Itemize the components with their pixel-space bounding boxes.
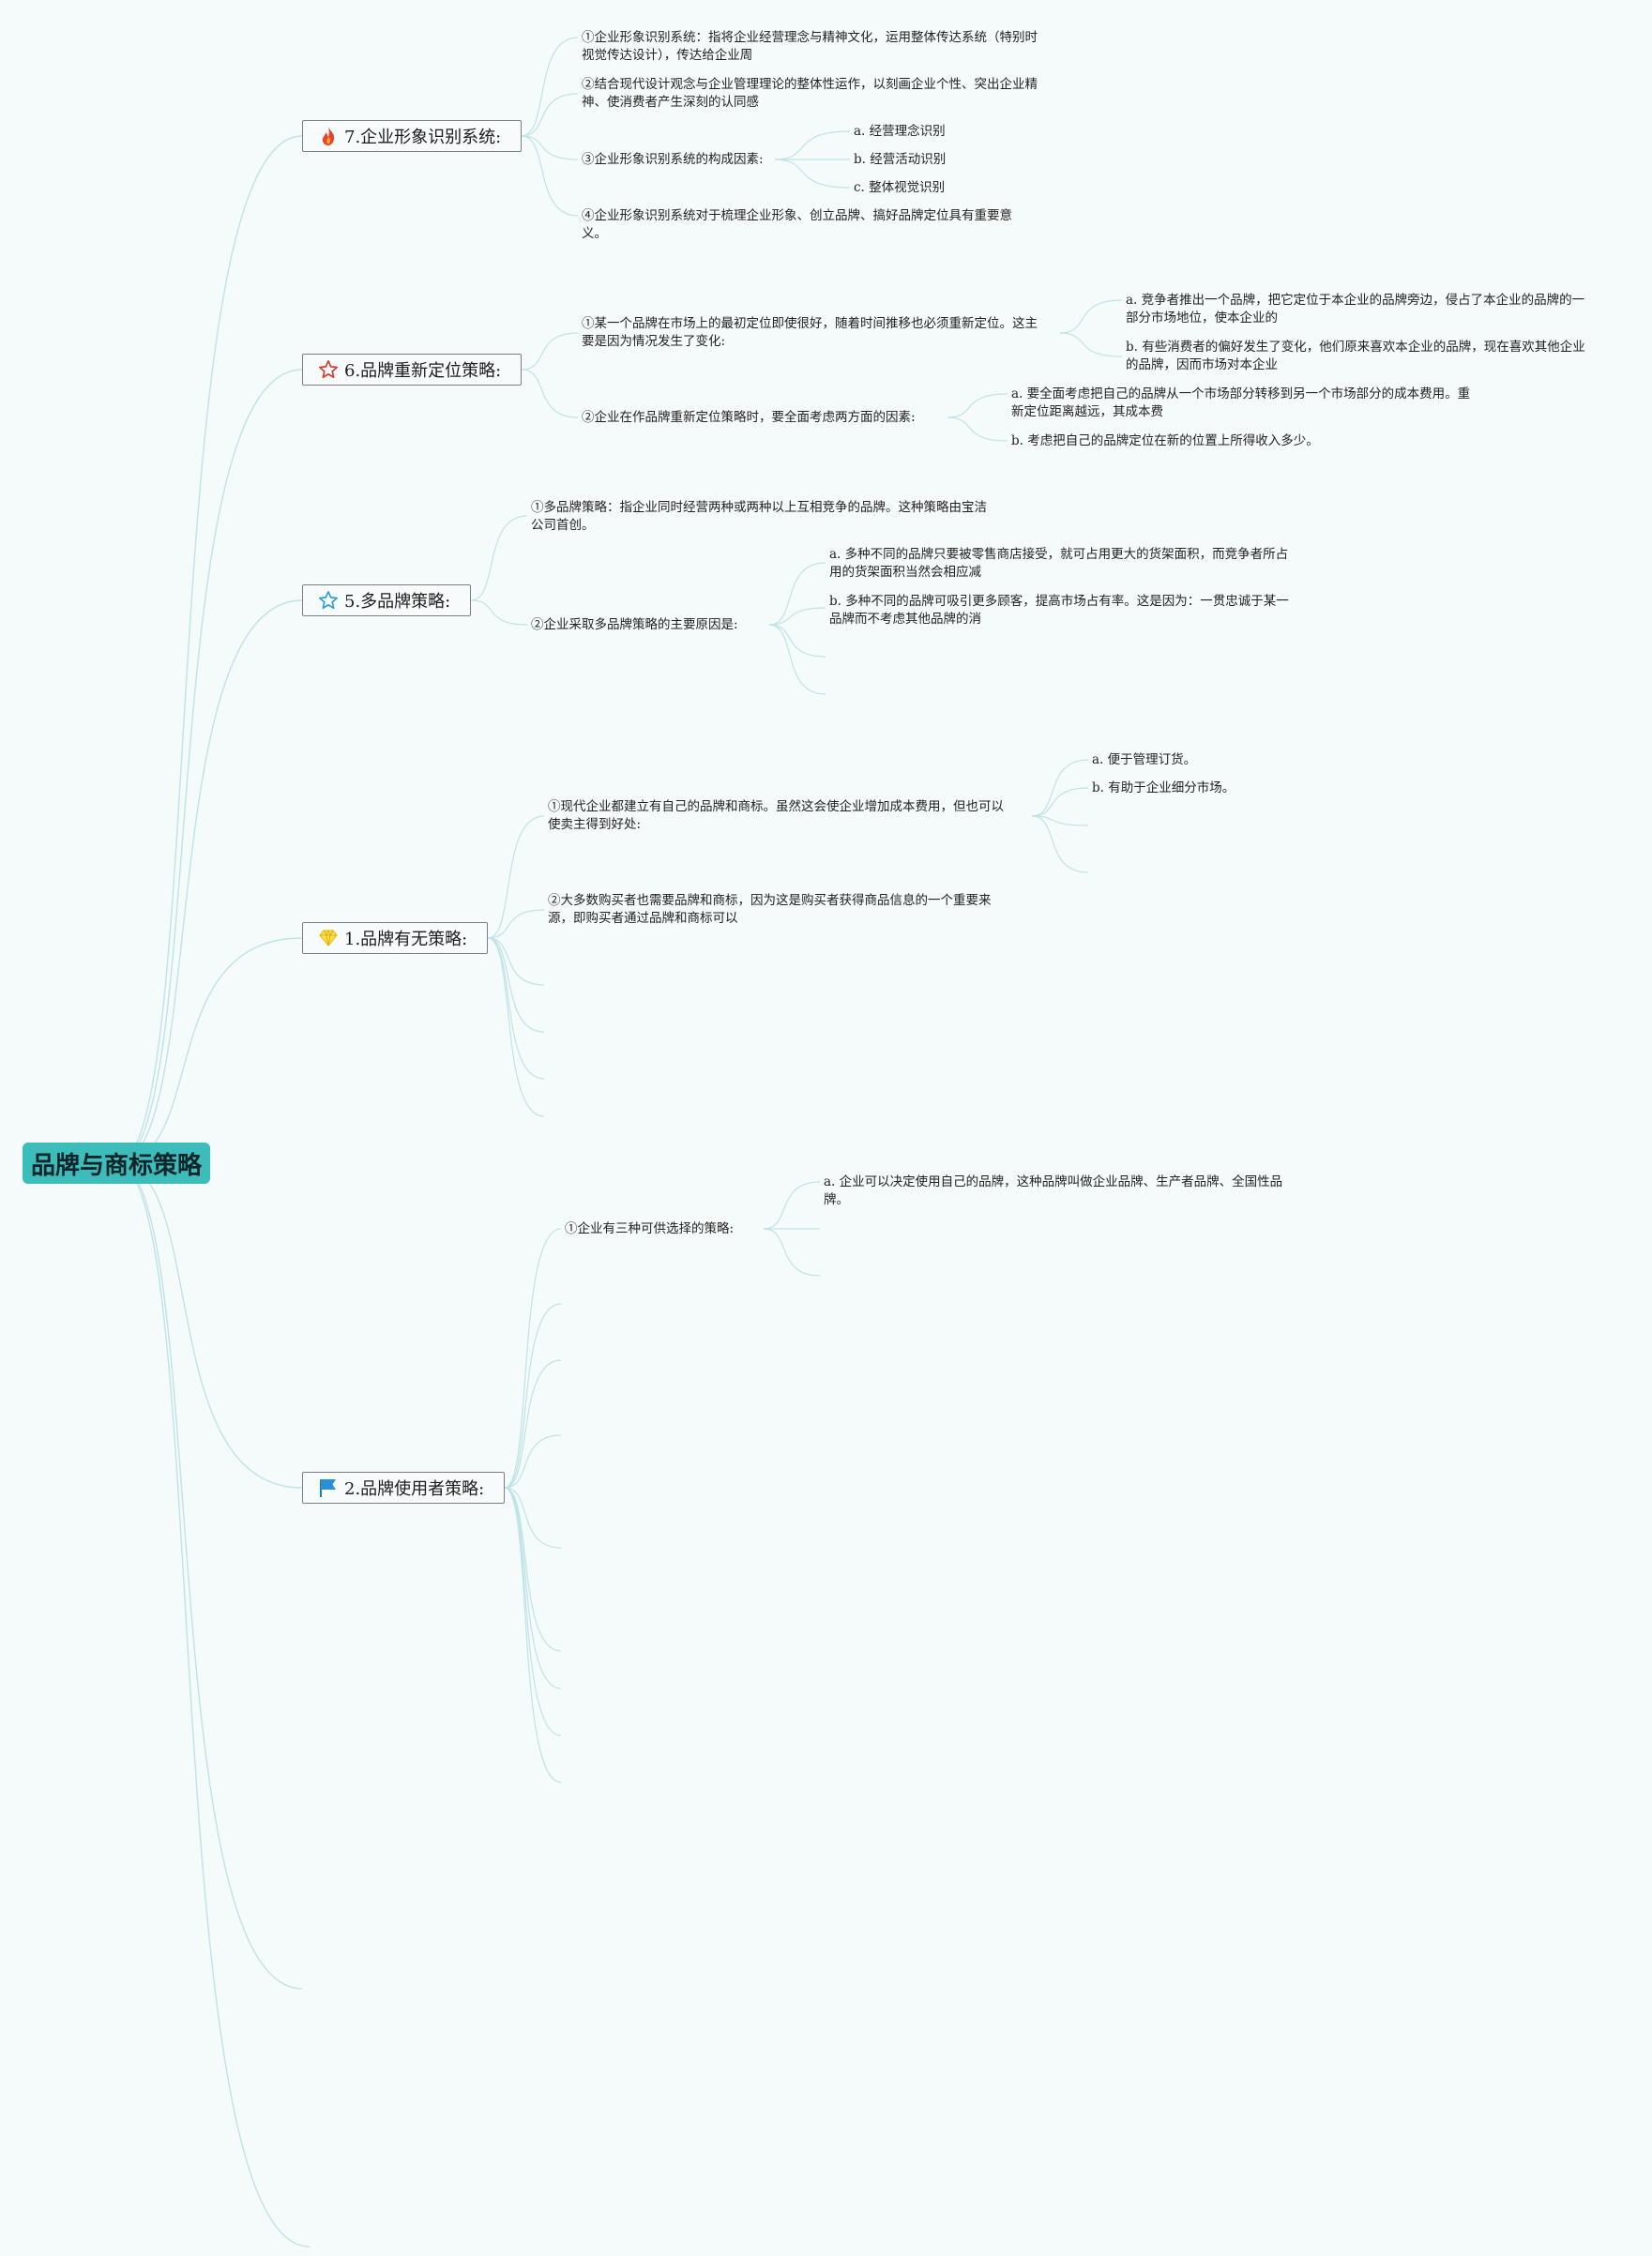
connector-line	[504, 1487, 562, 1652]
subleaf-text[interactable]: a. 经营理念识别	[854, 124, 946, 139]
connector-line	[768, 562, 826, 626]
fire-icon	[318, 126, 339, 146]
connector-line	[768, 624, 826, 658]
branch-topic-corporate-identity[interactable]: 7.企业形象识别系统:	[302, 120, 522, 152]
subleaf-text[interactable]: a. 要全面考虑把自己的品牌从一个市场部分转移到另一个市场部分的成本费用。重新定…	[1011, 386, 1471, 419]
connector-line	[947, 393, 1008, 418]
leaf-text[interactable]: ④企业形象识别系统对于梳理企业形象、创立品牌、搞好品牌定位具有重要意义。	[582, 208, 1012, 241]
leaf-text[interactable]: ②结合现代设计观念与企业管理理论的整体性运作，以刻画企业个性、突出企业精神、使消…	[582, 77, 1038, 110]
star-outline-red-icon	[318, 359, 339, 380]
subleaf-text[interactable]: b. 经营活动识别	[854, 152, 947, 167]
branch-topic-multi-brand[interactable]: 5.多品牌策略:	[302, 584, 471, 616]
subleaf-text[interactable]: a. 多种不同的品牌只要被零售商店接受，就可占用更大的货架面积，而竞争者所占用的…	[829, 547, 1289, 580]
branch-label: 1.品牌有无策略:	[344, 930, 468, 949]
leaf-text[interactable]: ①多品牌策略：指企业同时经营两种或两种以上互相竞争的品牌。这种策略由宝洁公司首创…	[531, 500, 987, 533]
connector-line	[487, 937, 545, 1080]
connector-line	[504, 1359, 562, 1489]
connector-line	[774, 130, 851, 160]
root-topic[interactable]: 品牌与商标策略	[23, 1143, 210, 1184]
subleaf-text[interactable]: a. 便于管理订货。	[1092, 752, 1197, 767]
connector-line	[470, 599, 528, 626]
star-outline-blue-icon	[318, 590, 339, 611]
leaf-text[interactable]: ①现代企业都建立有自己的品牌和商标。虽然这会使企业增加成本费用，但也可以使卖主得…	[548, 799, 1004, 832]
connector-line	[768, 624, 826, 695]
connector-line	[1031, 787, 1089, 817]
branch-topic-brand-presence[interactable]: 1.品牌有无策略:	[302, 922, 488, 954]
connector-line	[504, 1487, 562, 1783]
flag-icon	[318, 1477, 339, 1498]
connector-line	[1059, 299, 1123, 334]
connector-line	[504, 1487, 562, 1549]
branch-topic-brand-repositioning[interactable]: 6.品牌重新定位策略:	[302, 354, 522, 386]
connector-line	[115, 369, 303, 1164]
connector-line	[763, 1181, 821, 1230]
subleaf-text[interactable]: c. 整体视觉识别	[854, 180, 946, 195]
connector-line	[521, 332, 579, 371]
connector-line	[487, 937, 545, 1033]
subleaf-text[interactable]: b. 考虑把自己的品牌定位在新的位置上所得收入多少。	[1011, 433, 1319, 448]
branch-label: 7.企业形象识别系统:	[344, 128, 502, 147]
subleaf-text[interactable]: a. 竞争者推出一个品牌，把它定位于本企业的品牌旁边，侵占了本企业的品牌的一部分…	[1126, 293, 1585, 326]
connector-line	[504, 1434, 562, 1489]
connector-line	[115, 1162, 311, 2248]
leaf-text[interactable]: ②大多数购买者也需要品牌和商标，因为这是购买者获得商品信息的一个重要来源，即购买…	[548, 893, 992, 926]
subleaf-text[interactable]: b. 有些消费者的偏好发生了变化，他们原来喜欢本企业的品牌，现在喜欢其他企业的品…	[1126, 340, 1585, 372]
connector-line	[504, 1303, 562, 1489]
connector-line	[487, 815, 545, 939]
connector-line	[487, 909, 545, 939]
connector-line	[521, 93, 579, 137]
diamond-icon	[318, 928, 339, 948]
connector-line	[1031, 815, 1089, 826]
leaf-text[interactable]: ②企业采取多品牌策略的主要原因是:	[531, 617, 738, 632]
connector-line	[115, 1162, 303, 1990]
connector-line	[521, 37, 579, 137]
leaf-text[interactable]: ③企业形象识别系统的构成因素:	[582, 152, 764, 167]
connector-line	[947, 416, 1008, 442]
connector-line	[1031, 759, 1089, 817]
connector-line	[521, 135, 579, 160]
connector-line	[487, 937, 545, 986]
connector-line	[115, 135, 303, 1164]
connector-line	[521, 135, 579, 217]
branch-topic-brand-user[interactable]: 2.品牌使用者策略:	[302, 1472, 505, 1504]
branch-label: 6.品牌重新定位策略:	[344, 361, 502, 381]
connector-line	[763, 1228, 821, 1277]
branch-label: 2.品牌使用者策略:	[344, 1479, 485, 1499]
subleaf-text[interactable]: b. 多种不同的品牌可吸引更多顾客，提高市场占有率。这是因为：一贯忠诚于某一品牌…	[829, 594, 1289, 627]
connector-line	[470, 515, 528, 601]
connector-line	[115, 599, 303, 1164]
subleaf-text[interactable]: a. 企业可以决定使用自己的品牌，这种品牌叫做企业品牌、生产者品牌、全国性品牌。	[824, 1174, 1283, 1207]
connector-line	[115, 1162, 303, 1489]
leaf-text[interactable]: ①企业有三种可供选择的策略:	[565, 1221, 735, 1236]
leaf-text[interactable]: ②企业在作品牌重新定位策略时，要全面考虑两方面的因素:	[582, 410, 916, 425]
connector-line	[504, 1487, 562, 1689]
connector-line	[487, 937, 545, 1117]
connector-line	[504, 1228, 562, 1489]
leaf-text[interactable]: ①企业形象识别系统：指将企业经营理念与精神文化，运用整体传达系统（特别时视觉传达…	[582, 30, 1038, 63]
leaf-text[interactable]: ①某一个品牌在市场上的最初定位即使很好，随着时间推移也必须重新定位。这主要是因为…	[582, 316, 1038, 349]
branch-label: 5.多品牌策略:	[344, 592, 451, 612]
connector-line	[1031, 815, 1089, 873]
connector-line	[521, 369, 579, 418]
connector-line	[768, 607, 826, 626]
subleaf-text[interactable]: b. 有助于企业细分市场。	[1092, 780, 1235, 795]
connector-line	[1059, 332, 1123, 357]
connector-line	[774, 159, 851, 189]
